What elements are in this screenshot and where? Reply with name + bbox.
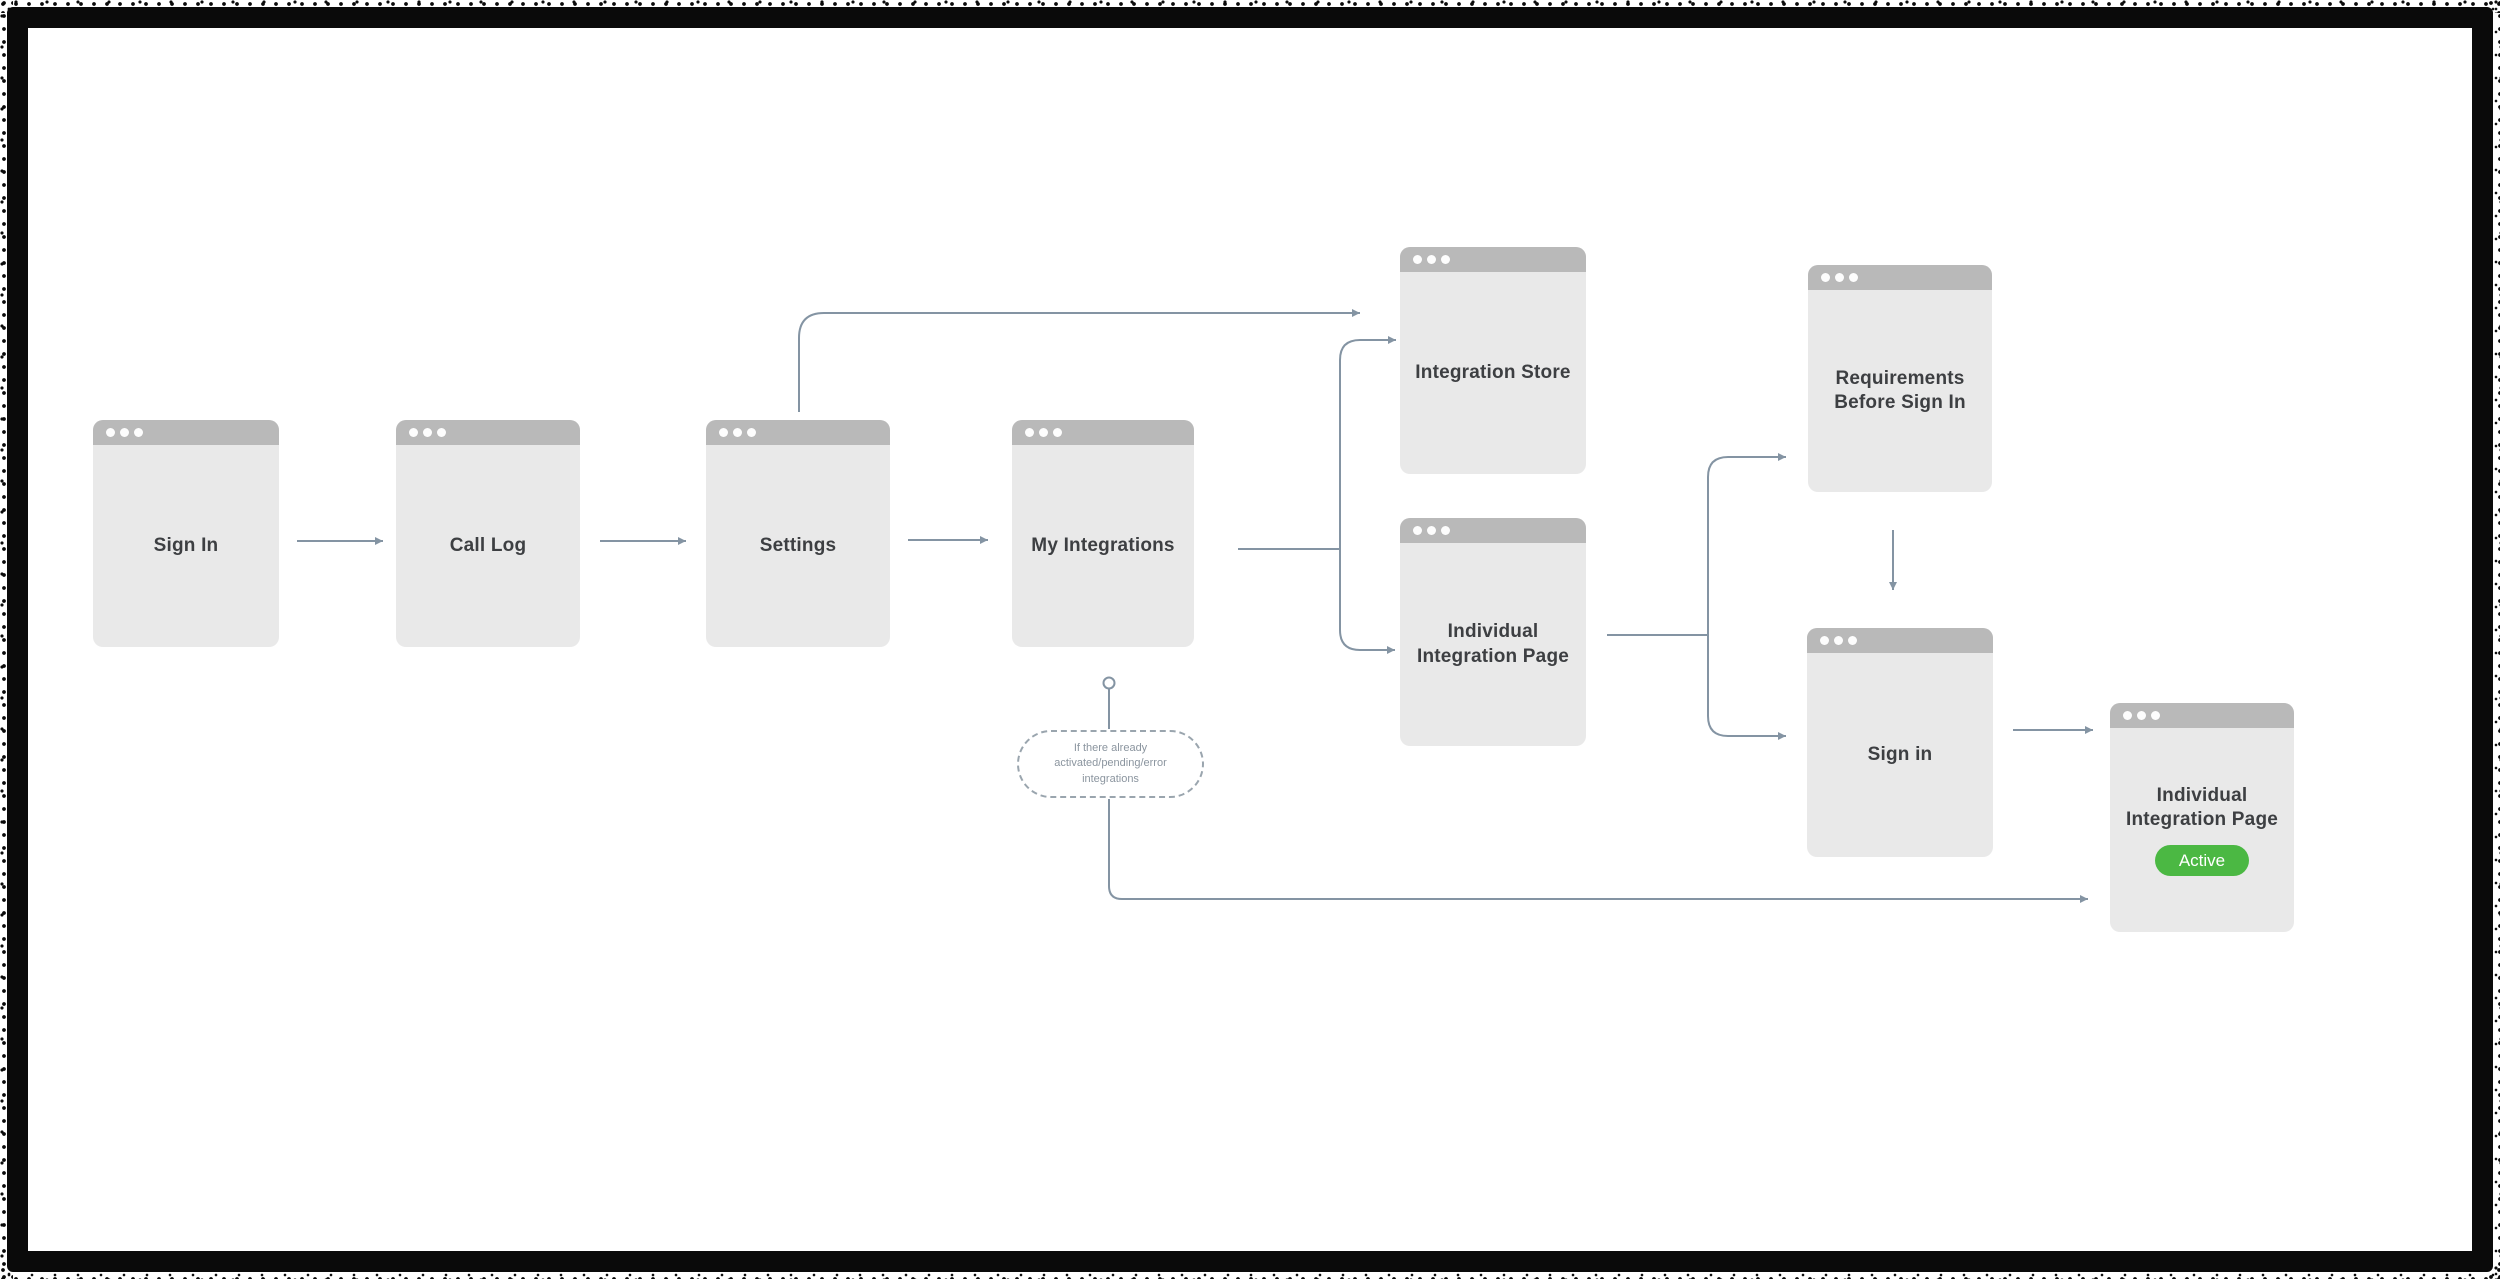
window-body: Integration Store bbox=[1400, 272, 1586, 474]
window-dot-icon bbox=[1820, 636, 1829, 645]
active-status-badge: Active bbox=[2154, 845, 2250, 877]
node-label: Individual Integration Page bbox=[1416, 621, 1570, 667]
window-titlebar bbox=[2110, 703, 2294, 728]
window-body: Sign In bbox=[93, 445, 279, 647]
node-label: Sign In bbox=[153, 534, 219, 556]
window-dot-icon bbox=[2151, 711, 2160, 720]
node-my-integrations: My Integrations bbox=[1012, 420, 1194, 647]
condition-note: If there already activated/pending/error… bbox=[1017, 730, 1204, 798]
window-dot-icon bbox=[2137, 711, 2146, 720]
window-dot-icon bbox=[437, 428, 446, 437]
condition-note-text: If there already activated/pending/error… bbox=[1054, 741, 1167, 785]
window-body: Sign in bbox=[1807, 653, 1993, 857]
node-label: Call Log bbox=[449, 534, 527, 556]
window-titlebar bbox=[706, 420, 890, 445]
window-dot-icon bbox=[120, 428, 129, 437]
window-dot-icon bbox=[1039, 428, 1048, 437]
connector-origin-dot bbox=[1102, 676, 1116, 690]
window-dot-icon bbox=[1848, 636, 1857, 645]
window-titlebar bbox=[1808, 265, 1992, 290]
window-titlebar bbox=[396, 420, 580, 445]
node-settings: Settings bbox=[706, 420, 890, 647]
window-dot-icon bbox=[1427, 255, 1436, 264]
node-call-log: Call Log bbox=[396, 420, 580, 647]
window-dot-icon bbox=[1413, 526, 1422, 535]
window-dot-icon bbox=[1849, 273, 1858, 282]
node-label: My Integrations bbox=[1031, 534, 1175, 556]
node-label: Sign in bbox=[1867, 743, 1933, 765]
window-body: Call Log bbox=[396, 445, 580, 647]
node-integration-store: Integration Store bbox=[1400, 247, 1586, 474]
node-sign-in-page: Sign in bbox=[1807, 628, 1993, 857]
window-body: My Integrations bbox=[1012, 445, 1194, 647]
node-requirements-before-sign-in: Requirements Before Sign In bbox=[1808, 265, 1992, 492]
window-dot-icon bbox=[409, 428, 418, 437]
window-dot-icon bbox=[1834, 636, 1843, 645]
node-label: Requirements Before Sign In bbox=[1834, 367, 1966, 413]
window-dot-icon bbox=[1427, 526, 1436, 535]
window-body: Settings bbox=[706, 445, 890, 647]
window-titlebar bbox=[1400, 247, 1586, 272]
window-dot-icon bbox=[733, 428, 742, 437]
node-individual-integration-page: Individual Integration Page bbox=[1400, 518, 1586, 746]
window-dot-icon bbox=[719, 428, 728, 437]
window-dot-icon bbox=[1413, 255, 1422, 264]
window-dot-icon bbox=[1441, 526, 1450, 535]
window-dot-icon bbox=[106, 428, 115, 437]
node-sign-in: Sign In bbox=[93, 420, 279, 647]
window-titlebar bbox=[93, 420, 279, 445]
window-body: Individual Integration Page bbox=[1400, 543, 1586, 746]
window-dot-icon bbox=[747, 428, 756, 437]
window-dot-icon bbox=[1441, 255, 1450, 264]
window-titlebar bbox=[1012, 420, 1194, 445]
window-body: Requirements Before Sign In bbox=[1808, 290, 1992, 492]
window-dot-icon bbox=[1053, 428, 1062, 437]
window-dot-icon bbox=[134, 428, 143, 437]
window-dot-icon bbox=[2123, 711, 2132, 720]
window-titlebar bbox=[1400, 518, 1586, 543]
node-label: Individual Integration Page bbox=[2125, 784, 2279, 830]
window-dot-icon bbox=[1821, 273, 1830, 282]
node-individual-integration-page-active: Individual Integration Page Active bbox=[2110, 703, 2294, 932]
window-dot-icon bbox=[423, 428, 432, 437]
window-dot-icon bbox=[1025, 428, 1034, 437]
node-label: Settings bbox=[759, 534, 837, 556]
node-label: Integration Store bbox=[1415, 361, 1571, 383]
window-body: Individual Integration Page Active bbox=[2110, 728, 2294, 932]
window-dot-icon bbox=[1835, 273, 1844, 282]
window-titlebar bbox=[1807, 628, 1993, 653]
